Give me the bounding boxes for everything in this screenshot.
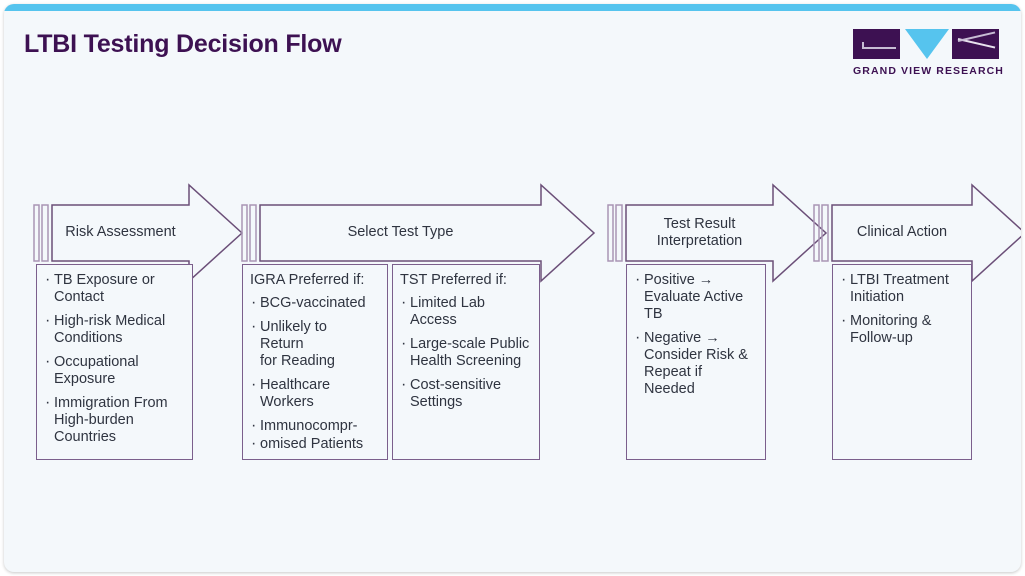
detail-box-title: TST Preferred if: bbox=[400, 272, 507, 288]
stage-label-clinical-action[interactable]: Clinical Action bbox=[856, 224, 948, 241]
list-item: Cost-sensitive Settings bbox=[400, 376, 533, 411]
logo-triangle-icon bbox=[905, 29, 949, 59]
list-item: Immunocompr- bbox=[250, 417, 381, 436]
detail-box-risk-assessment-items: TB Exposure or Contact High-risk Medical… bbox=[36, 264, 193, 460]
stage-label-select-test-type[interactable]: Select Test Type bbox=[347, 224, 454, 241]
detail-box-igra-preferred: IGRA Preferred if: BCG-vaccinated Unlike… bbox=[242, 264, 388, 460]
list-item: BCG-vaccinated bbox=[250, 294, 381, 313]
detail-box-title: IGRA Preferred if: bbox=[250, 272, 365, 288]
list-item: Negative → Consider Risk & Repeat if Nee… bbox=[634, 329, 759, 398]
top-accent-bar bbox=[4, 4, 1021, 11]
stage-label-risk-assessment[interactable]: Risk Assessment bbox=[65, 224, 176, 241]
list-item: omised Patients bbox=[250, 435, 381, 454]
list-item: TB Exposure or Contact bbox=[44, 271, 186, 306]
grand-view-research-logo: GRAND VIEW RESEARCH bbox=[853, 29, 1004, 77]
detail-box-tst-preferred: TST Preferred if: Limited Lab Access Lar… bbox=[392, 264, 540, 460]
bullet-list-test-result: Positive → Evaluate Active TB Negative →… bbox=[634, 271, 759, 398]
logo-right-block-icon bbox=[952, 29, 999, 59]
list-item: Immigration From High-burden Countries bbox=[44, 394, 186, 446]
list-item: Monitoring & Follow-up bbox=[840, 312, 965, 347]
bullet-list-tst: Limited Lab Access Large-scale Public He… bbox=[400, 294, 533, 411]
list-item: Unlikely to Return for Reading bbox=[250, 318, 381, 370]
list-item: Positive → Evaluate Active TB bbox=[634, 271, 759, 323]
logo-marks bbox=[853, 29, 999, 59]
list-item: Occupational Exposure bbox=[44, 353, 186, 388]
list-item: Large-scale Public Health Screening bbox=[400, 335, 533, 370]
bullet-list-igra-wrapped: Immunocompr- omised Patients bbox=[250, 417, 381, 454]
list-item: LTBI Treatment Initiation bbox=[840, 271, 965, 306]
infographic-card: LTBI Testing Decision Flow GRAND VIEW RE… bbox=[4, 4, 1021, 572]
logo-wordmark: GRAND VIEW RESEARCH bbox=[853, 65, 1004, 77]
detail-box-test-result-items: Positive → Evaluate Active TB Negative →… bbox=[626, 264, 766, 460]
list-item: Limited Lab Access bbox=[400, 294, 533, 329]
detail-box-clinical-action-items: LTBI Treatment Initiation Monitoring & F… bbox=[832, 264, 972, 460]
bullet-list-clinical-action: LTBI Treatment Initiation Monitoring & F… bbox=[840, 271, 965, 347]
list-item: High-risk Medical Conditions bbox=[44, 312, 186, 347]
bullet-list-risk-assessment: TB Exposure or Contact High-risk Medical… bbox=[44, 271, 186, 446]
logo-left-block-icon bbox=[853, 29, 900, 59]
bullet-list-igra: BCG-vaccinated Unlikely to Return for Re… bbox=[250, 294, 381, 411]
list-item: Healthcare Workers bbox=[250, 376, 381, 411]
decision-flow: Risk Assessment TB Exposure or Contact H… bbox=[4, 4, 1021, 572]
stage-label-test-result-interpretation[interactable]: Test Result Interpretation bbox=[656, 215, 743, 249]
page-title: LTBI Testing Decision Flow bbox=[24, 30, 342, 58]
